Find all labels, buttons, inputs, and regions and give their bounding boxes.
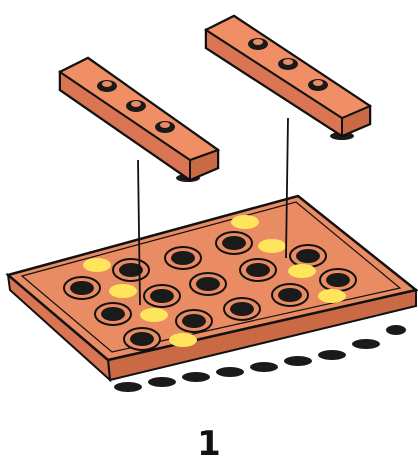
stud-hole [144,285,180,307]
plate-1x4-left [60,58,218,182]
stud-hole [113,259,149,281]
stud-hole [95,303,131,325]
base-plate [8,196,416,392]
stud-hole [320,269,356,291]
target-marker [318,289,346,303]
target-marker [231,215,259,229]
target-marker [109,284,137,298]
target-marker [288,264,316,278]
target-marker [169,333,197,347]
stud-hole [272,284,308,306]
stud-hole [290,245,326,267]
stud-hole [124,328,160,350]
stud-hole [224,298,260,320]
stud-hole [64,277,100,299]
stud-hole [240,259,276,281]
stud-hole [190,273,226,295]
stud-hole [216,232,252,254]
stud-hole [165,247,201,269]
step-number: 1 [0,424,418,464]
target-marker [140,308,168,322]
target-marker [83,258,111,272]
target-marker [258,239,286,253]
stud-hole [176,310,212,332]
